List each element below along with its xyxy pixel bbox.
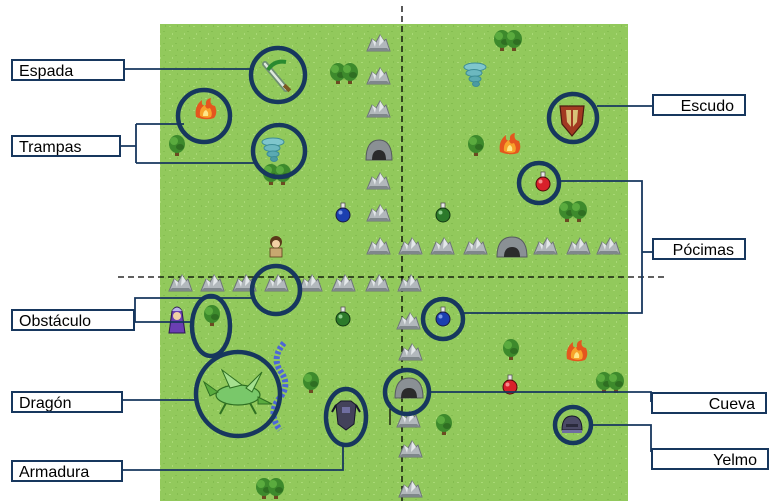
trampas-label: Trampas xyxy=(11,135,121,157)
yelmo-label: Yelmo xyxy=(651,448,769,470)
dragon-label: Dragón xyxy=(11,391,123,413)
helmet-icon xyxy=(562,416,582,433)
cueva-label: Cueva xyxy=(651,392,767,414)
espada-label: Espada xyxy=(11,59,125,81)
obstaculo-label: Obstáculo xyxy=(11,309,135,331)
escudo-label: Escudo xyxy=(652,94,746,116)
armadura-label: Armadura xyxy=(11,460,123,482)
pocimas-label: Pócimas xyxy=(652,238,746,260)
